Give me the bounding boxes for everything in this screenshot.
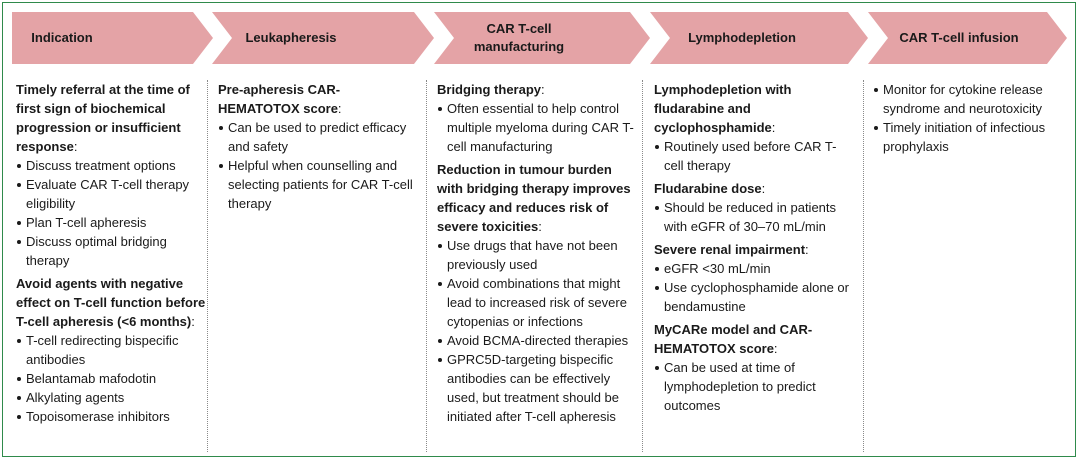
bullet-item: Avoid combinations that might lead to in… bbox=[437, 274, 637, 331]
bullet-item: Avoid BCMA-directed therapies bbox=[437, 331, 637, 350]
bullet-item: Can be used to predict efficacy and safe… bbox=[218, 118, 416, 156]
bullet-item: Discuss treatment options bbox=[16, 156, 206, 175]
stage-label-leukapheresis: Leukapheresis bbox=[245, 30, 337, 45]
column-separator bbox=[642, 80, 643, 452]
bullet-list: Routinely used before CAR T-cell therapy bbox=[654, 137, 854, 175]
stage-label-manufacturing: CAR T-cell manufacturing bbox=[473, 21, 565, 54]
stage-label-lymphodepletion: Lymphodepletion bbox=[688, 30, 796, 45]
bullet-list: Often essential to help control multiple… bbox=[437, 99, 637, 156]
stage-arrow-leukapheresis bbox=[212, 12, 434, 64]
bullet-item: Can be used at time of lymphodepletion t… bbox=[654, 358, 854, 415]
bullet-item: Topoisomerase inhibitors bbox=[16, 407, 206, 426]
column-lymphodepletion: Lymphodepletion with fludarabine and cyc… bbox=[654, 80, 854, 452]
bullet-list: Can be used to predict efficacy and safe… bbox=[218, 118, 416, 213]
section-heading-text: Reduction in tumour burden with bridging… bbox=[437, 162, 631, 234]
section-heading: Timely referral at the time of first sig… bbox=[16, 82, 190, 154]
bullet-item: Monitor for cytokine release syndrome an… bbox=[873, 80, 1049, 118]
bullet-list: T-cell redirecting bispecific antibodies… bbox=[16, 331, 206, 426]
section-heading: MyCARe model and CAR-HEMATOTOX score: bbox=[654, 322, 813, 356]
section-heading: Severe renal impairment: bbox=[654, 242, 809, 257]
section-heading-text: Pre-apheresis CAR-HEMATOTOX score bbox=[218, 82, 341, 116]
bullet-item: GPRC5D-targeting bispecific antibodies c… bbox=[437, 350, 637, 426]
bullet-list: Use drugs that have not been previously … bbox=[437, 236, 637, 426]
section-heading: Fludarabine dose: bbox=[654, 181, 766, 196]
stage-label-indication: Indication bbox=[31, 30, 93, 45]
section-heading: Bridging therapy: bbox=[437, 82, 545, 97]
section-heading-text: Avoid agents with negative effect on T-c… bbox=[16, 276, 206, 329]
stage-label-infusion: CAR T-cell infusion bbox=[899, 30, 1019, 45]
column-indication: Timely referral at the time of first sig… bbox=[16, 80, 206, 452]
stage-arrow-lymphodepletion bbox=[650, 12, 868, 64]
section-heading: Lymphodepletion with fludarabine and cyc… bbox=[654, 82, 792, 135]
bullet-list: Monitor for cytokine release syndrome an… bbox=[873, 80, 1049, 156]
column-leukapheresis: Pre-apheresis CAR-HEMATOTOX score:Can be… bbox=[218, 80, 416, 452]
section-heading: Reduction in tumour burden with bridging… bbox=[437, 162, 631, 234]
column-separator bbox=[207, 80, 208, 452]
bullet-item: Discuss optimal bridging therapy bbox=[16, 232, 206, 270]
bullet-item: Plan T-cell apheresis bbox=[16, 213, 206, 232]
section-heading: Pre-apheresis CAR-HEMATOTOX score: bbox=[218, 82, 342, 116]
stage-arrow-infusion bbox=[868, 12, 1067, 64]
bullet-item: Use cyclophosphamide alone or bendamusti… bbox=[654, 278, 854, 316]
bullet-item: Timely initiation of infectious prophyla… bbox=[873, 118, 1049, 156]
column-separator bbox=[863, 80, 864, 452]
bullet-item: Often essential to help control multiple… bbox=[437, 99, 637, 156]
section-heading-text: Bridging therapy bbox=[437, 82, 542, 97]
section-heading-text: Fludarabine dose bbox=[654, 181, 762, 196]
bullet-item: Routinely used before CAR T-cell therapy bbox=[654, 137, 854, 175]
section-heading-text: Timely referral at the time of first sig… bbox=[16, 82, 190, 154]
section-heading: Avoid agents with negative effect on T-c… bbox=[16, 276, 206, 329]
column-manufacturing: Bridging therapy: Often essential to help… bbox=[437, 80, 637, 452]
section-heading-text: MyCARe model and CAR-HEMATOTOX score bbox=[654, 322, 813, 356]
bullet-item: Belantamab mafodotin bbox=[16, 369, 206, 388]
bullet-item: Alkylating agents bbox=[16, 388, 206, 407]
bullet-list: Should be reduced in patients with eGFR … bbox=[654, 198, 854, 236]
section-heading-text: Severe renal impairment bbox=[654, 242, 806, 257]
bullet-item: eGFR <30 mL/min bbox=[654, 259, 854, 278]
section-heading-text: Lymphodepletion with fludarabine and cyc… bbox=[654, 82, 792, 135]
bullet-item: T-cell redirecting bispecific antibodies bbox=[16, 331, 206, 369]
column-infusion: Monitor for cytokine release syndrome an… bbox=[873, 80, 1049, 452]
bullet-list: Can be used at time of lymphodepletion t… bbox=[654, 358, 854, 415]
bullet-item: Helpful when counselling and selecting p… bbox=[218, 156, 416, 213]
stage-arrow-manufacturing bbox=[434, 12, 650, 64]
process-arrows bbox=[12, 12, 1067, 64]
bullet-item: Evaluate CAR T-cell therapy eligibility bbox=[16, 175, 206, 213]
stage-arrow-indication bbox=[12, 12, 213, 64]
bullet-item: Should be reduced in patients with eGFR … bbox=[654, 198, 854, 236]
bullet-item: Use drugs that have not been previously … bbox=[437, 236, 637, 274]
column-separator bbox=[426, 80, 427, 452]
